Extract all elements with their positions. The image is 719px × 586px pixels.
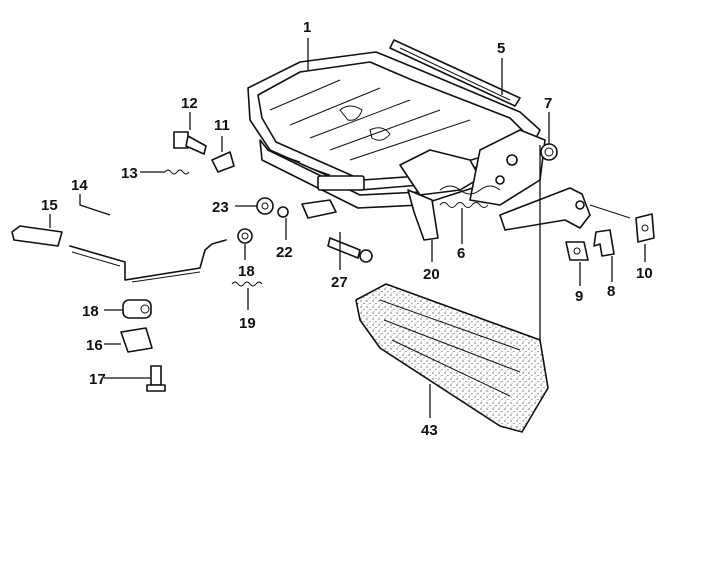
callout-14[interactable]: 14 (71, 177, 88, 194)
pad-15-part (11, 225, 63, 247)
lever-bracket-part (407, 189, 439, 241)
spring-19-part (231, 281, 263, 287)
nut-23-part (256, 197, 274, 215)
retaining-clip-part (593, 229, 615, 257)
callout-23[interactable]: 23 (212, 199, 229, 216)
callout-1[interactable]: 1 (303, 19, 311, 36)
callout-6[interactable]: 6 (457, 245, 465, 262)
screw-17-part (146, 365, 166, 392)
seat-frame-part (247, 51, 546, 209)
callout-18a[interactable]: 18 (238, 263, 255, 280)
clip-16-part (120, 327, 153, 353)
clip-11-part (211, 151, 235, 173)
bearing-bush-part (565, 241, 589, 261)
callout-13[interactable]: 13 (121, 165, 138, 182)
bushing-18b-part (122, 299, 152, 319)
callout-9[interactable]: 9 (575, 288, 583, 305)
callout-15[interactable]: 15 (41, 197, 58, 214)
bolt-12-part (173, 131, 207, 155)
bolt-27-part (327, 237, 373, 263)
tension-spring-part (439, 202, 489, 208)
callout-7[interactable]: 7 (544, 95, 552, 112)
callout-18b[interactable]: 18 (82, 303, 99, 320)
callout-5[interactable]: 5 (497, 40, 505, 57)
mount-bracket-part (301, 199, 337, 219)
undertray-part (355, 283, 549, 433)
callout-43[interactable]: 43 (421, 422, 438, 439)
callout-labels: 1 5 7 12 11 13 14 15 23 22 27 20 6 18 19… (41, 19, 653, 439)
end-plate-part (635, 213, 655, 243)
rod-14-part (69, 239, 227, 283)
callout-12[interactable]: 12 (181, 95, 198, 112)
callout-8[interactable]: 8 (607, 283, 615, 300)
callout-17[interactable]: 17 (89, 371, 106, 388)
callout-leader-lines (49, 38, 646, 418)
callout-20[interactable]: 20 (423, 266, 440, 283)
side-linkage-arm-part (499, 187, 631, 231)
callout-11[interactable]: 11 (214, 117, 230, 134)
callout-27[interactable]: 27 (331, 274, 348, 291)
bushing-part (540, 143, 558, 161)
washer-22-part (277, 206, 289, 218)
callout-10[interactable]: 10 (636, 265, 653, 282)
callout-22[interactable]: 22 (276, 244, 293, 261)
seat-rail-strip-part (389, 39, 521, 107)
bushing-18a-part (237, 228, 253, 244)
spring-13-part (164, 169, 190, 175)
callout-19[interactable]: 19 (239, 315, 256, 332)
callout-16[interactable]: 16 (86, 337, 103, 354)
